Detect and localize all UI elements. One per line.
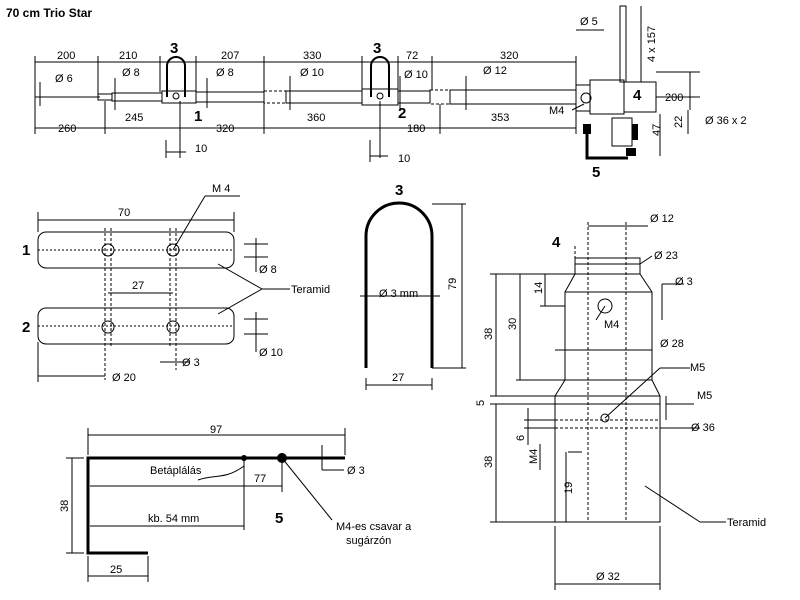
plate-teramid: Teramid — [291, 284, 330, 296]
ins-dim-d3: Ø 3 — [675, 276, 693, 288]
main-label-4: 4 — [633, 87, 642, 104]
drawing-title: 70 cm Trio Star — [6, 6, 92, 20]
bracket-dim-54: kb. 54 mm — [148, 513, 199, 525]
dim-260: 260 — [58, 123, 76, 135]
bracket-detail: 97 77 kb. 54 mm Betáplálás M4-es csavar … — [59, 424, 412, 582]
ins-dim-d36: Ø 36 — [691, 422, 715, 434]
bracket-dim-25: 25 — [110, 564, 122, 576]
ins-m5: M5 — [690, 362, 705, 374]
dim-353: 353 — [491, 112, 509, 124]
plate-dim-d10: Ø 10 — [259, 347, 283, 359]
dim-180: 180 — [407, 123, 425, 135]
dim-330: 330 — [303, 50, 321, 62]
plate-dim-d8: Ø 8 — [259, 264, 277, 276]
insulator-detail: 4 Ø 12 Ø 23 Ø 3 M4 Ø 28 — [475, 213, 766, 590]
plate-dim-d3: Ø 3 — [182, 357, 200, 369]
bracket-m4-2: sugárzón — [346, 535, 391, 547]
plate-dim-27: 27 — [132, 280, 144, 292]
ins-teramid: Teramid — [727, 517, 766, 529]
dim-d8a: Ø 8 — [122, 67, 140, 79]
main-label-1: 1 — [194, 108, 202, 125]
dim-36x2: Ø 36 x 2 — [705, 115, 747, 127]
bracket-dim-38: 38 — [59, 500, 71, 512]
ins-dim-d12: Ø 12 — [650, 213, 674, 225]
bracket-m4-1: M4-es csavar a — [336, 521, 412, 533]
ins-m4: M4 — [604, 319, 619, 331]
dim-200b: 200 — [665, 92, 683, 104]
dim-d10a: Ø 10 — [300, 67, 324, 79]
plate-m4: M 4 — [212, 183, 230, 195]
dim-4x157: 4 x 157 — [646, 26, 658, 62]
main-label-3b: 3 — [373, 40, 381, 57]
ins-dim-5: 5 — [475, 400, 487, 406]
hairpin-dim-79: 79 — [447, 278, 459, 290]
dim-72: 72 — [406, 50, 418, 62]
hairpin-detail: 3 79 27 Ø 3 mm — [360, 182, 466, 390]
bracket-dim-d3: Ø 3 — [347, 465, 365, 477]
main-label-3a: 3 — [170, 40, 178, 57]
hairpin-label-3: 3 — [395, 182, 403, 199]
ins-dim-6: 6 — [515, 435, 527, 441]
dim-210: 210 — [119, 50, 137, 62]
ins-dim-38a: 38 — [483, 328, 495, 340]
bracket-label-5: 5 — [275, 510, 283, 527]
ins-m4-bottom: M4 — [528, 449, 540, 464]
dim-360: 360 — [307, 112, 325, 124]
bracket-dim-77: 77 — [254, 473, 266, 485]
ins-dim-d23: Ø 23 — [654, 250, 678, 262]
bracket-dim-97: 97 — [210, 424, 222, 436]
plates-detail: 1 2 70 M 4 27 Ø 8 Ø 10 Teramid Ø 20 Ø — [22, 183, 330, 384]
dim-200: 200 — [57, 50, 75, 62]
ins-dim-38b: 38 — [483, 456, 495, 468]
plate-dim-d20: Ø 20 — [112, 372, 136, 384]
ins-dim-19: 19 — [563, 482, 575, 494]
plate-label-1: 1 — [22, 242, 30, 259]
dim-10a: 10 — [195, 143, 207, 155]
insulator-label-4: 4 — [552, 234, 561, 251]
main-label-2: 2 — [398, 105, 406, 122]
dim-207: 207 — [221, 50, 239, 62]
dim-22: 22 — [673, 116, 685, 128]
main-assembly: 4 5 3 3 1 2 200 210 207 330 72 320 Ø 6 Ø — [34, 5, 747, 181]
dim-320b: 320 — [216, 123, 234, 135]
plate-dim-70: 70 — [118, 207, 130, 219]
dim-10b: 10 — [398, 153, 410, 165]
dim-47: 47 — [651, 124, 663, 136]
dim-320: 320 — [500, 50, 518, 62]
dim-d6: Ø 6 — [55, 73, 73, 85]
hairpin-dim-27: 27 — [392, 372, 404, 384]
dim-d12: Ø 12 — [483, 65, 507, 77]
dim-m4-main: M4 — [549, 105, 564, 117]
ins-m5b: M5 — [697, 390, 712, 402]
bracket-betaplalas: Betáplálás — [150, 465, 202, 477]
ins-dim-d28: Ø 28 — [660, 338, 684, 350]
ins-dim-d32: Ø 32 — [596, 571, 620, 583]
dim-d10b: Ø 10 — [404, 69, 428, 81]
plate-label-2: 2 — [22, 319, 30, 336]
ins-dim-30: 30 — [507, 318, 519, 330]
dim-d8b: Ø 8 — [216, 67, 234, 79]
ins-dim-14: 14 — [533, 282, 545, 294]
dim-d5: Ø 5 — [580, 16, 598, 28]
hairpin-dim-3mm: Ø 3 mm — [379, 288, 418, 300]
dim-245: 245 — [125, 112, 143, 124]
main-label-5: 5 — [592, 164, 600, 181]
